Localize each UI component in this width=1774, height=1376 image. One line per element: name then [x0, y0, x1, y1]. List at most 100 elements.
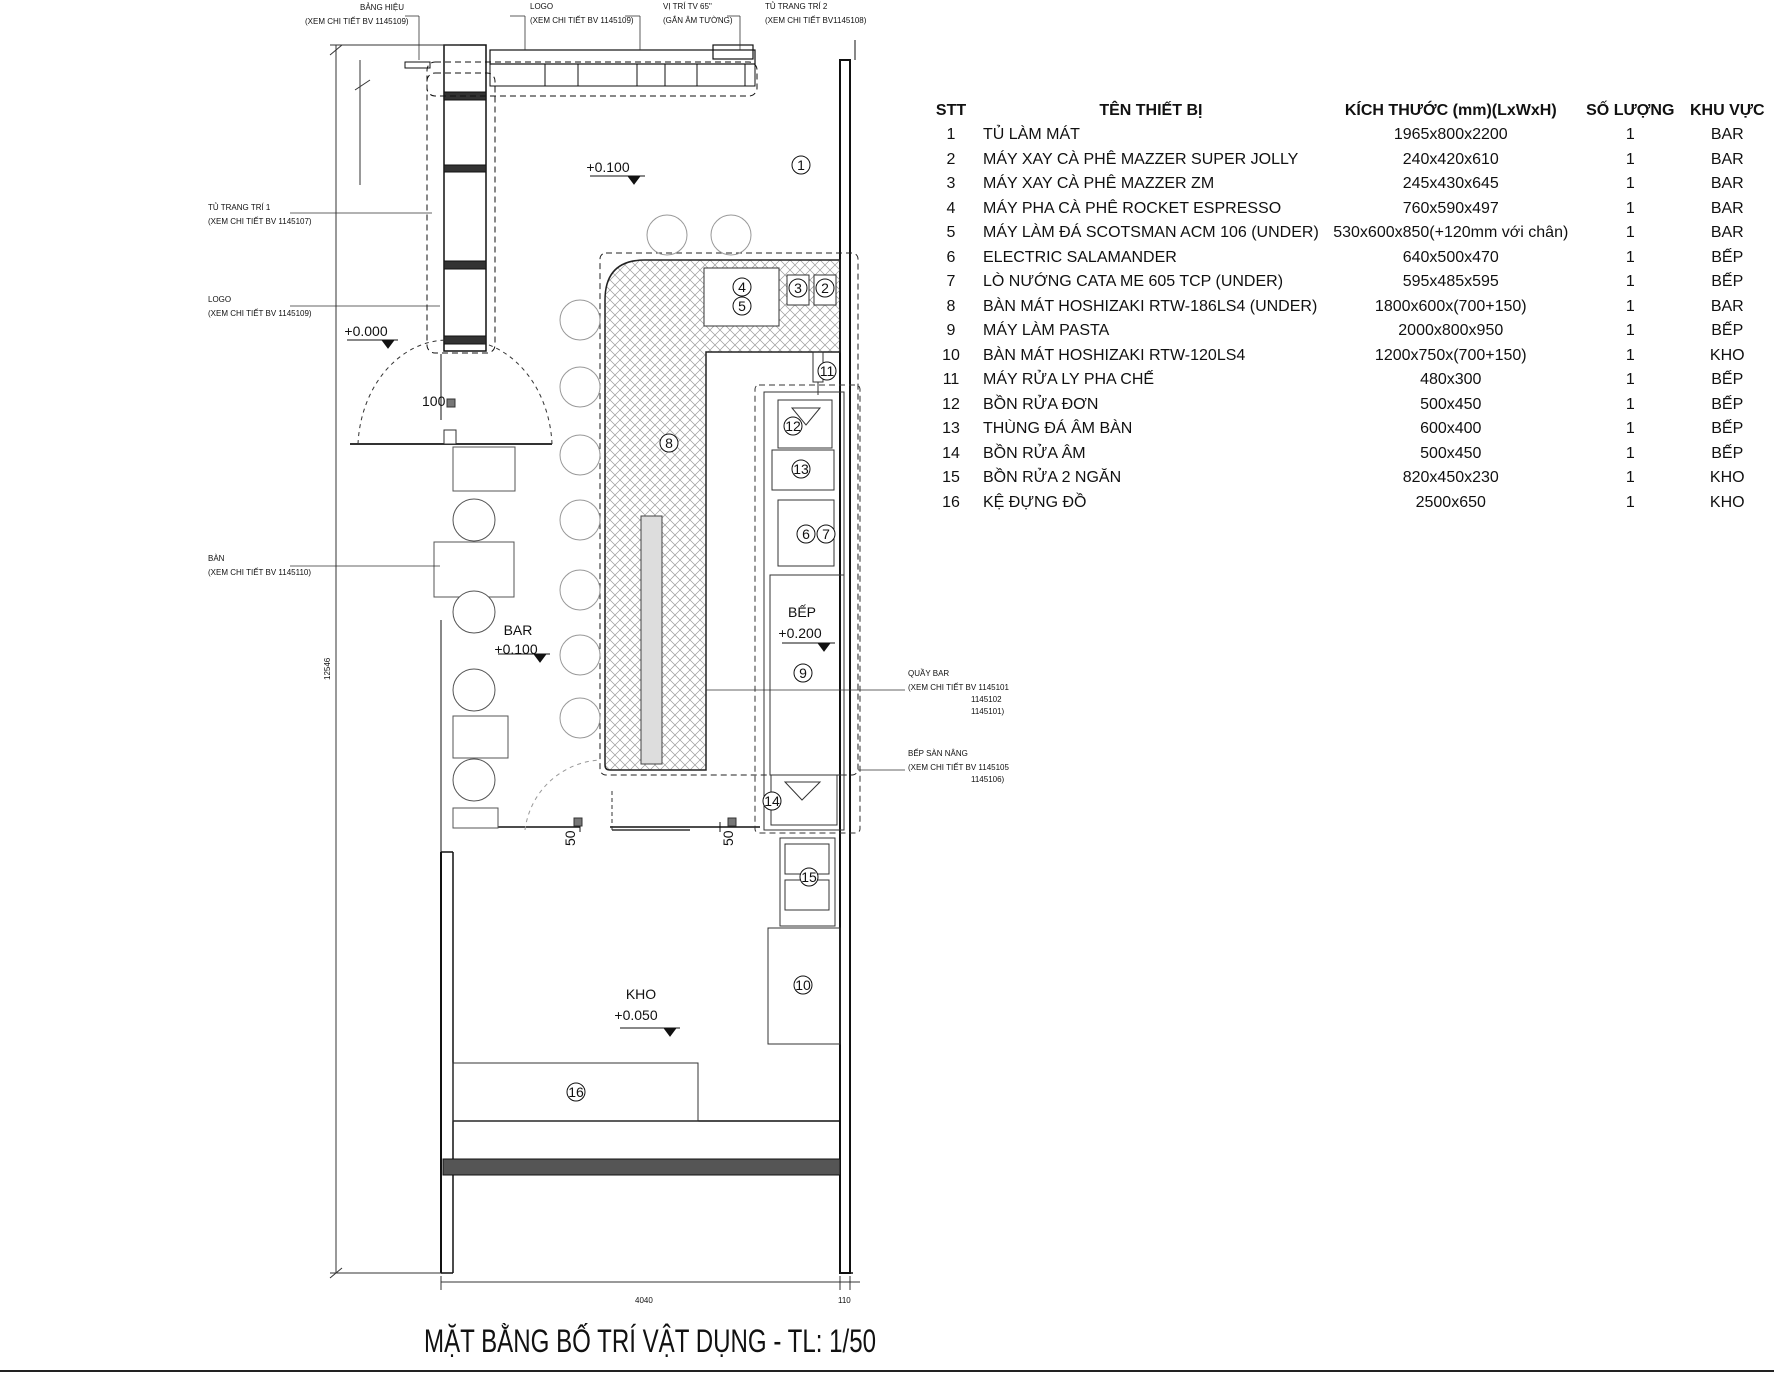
marker-6 [796, 524, 816, 544]
table-header-row: STT TÊN THIẾT BỊ KÍCH THƯỚC (mm)(LxWxH) … [925, 99, 1771, 123]
callout-bang-hieu-ref: (XEM CHI TIẾT BV 1145109) [305, 16, 409, 26]
svg-text:8: 8 [665, 435, 673, 451]
marker-7 [816, 524, 836, 544]
zone-bar-name: BAR [504, 622, 533, 638]
bar-stools [559, 214, 752, 739]
svg-text:12: 12 [785, 418, 801, 434]
svg-text:5: 5 [738, 298, 746, 314]
callout-quay-bar-ref2: 1145102 [971, 695, 1002, 704]
callout-ban-title: BÀN [208, 554, 225, 563]
zone-labels: BAR +0.100 BẾP +0.200 KHO +0.050 +0.100 … [344, 159, 821, 1023]
callout-texts: BẢNG HIỆU (XEM CHI TIẾT BV 1145109) LOGO… [208, 2, 1009, 784]
equipment-marker-labels: 1 2 3 4 5 6 7 8 9 10 11 12 13 14 15 16 [568, 157, 834, 1100]
marker-5 [732, 296, 752, 316]
equipment-table: STT TÊN THIẾT BỊ KÍCH THƯỚC (mm)(LxWxH) … [925, 99, 1771, 515]
svg-text:1: 1 [797, 157, 805, 173]
callout-quay-bar-ref3: 1145101) [971, 707, 1005, 716]
callout-tv-ref: (GẮN ÂM TƯỜNG) [663, 16, 733, 25]
col-kich-thuoc: KÍCH THƯỚC (mm)(LxWxH) [1344, 102, 1557, 119]
dimension-labels: 100 50 50 12546 4040 110 [323, 393, 851, 1305]
dim-50-b: 50 [720, 830, 736, 846]
callout-quay-bar-ref: (XEM CHI TIẾT BV 1145101 [908, 682, 1009, 692]
marker-8 [659, 433, 679, 453]
svg-text:13: 13 [793, 461, 809, 477]
svg-text:15: 15 [801, 869, 817, 885]
callout-tu-2-ref: (XEM CHI TIẾT BV1145108) [765, 15, 867, 25]
dim-50-a: 50 [562, 830, 578, 846]
svg-text:7: 7 [822, 526, 830, 542]
entrance-door [350, 339, 553, 445]
drawing-title: MẶT BẰNG BỐ TRÍ VẬT DỤNG - TL: 1/50 [424, 1323, 876, 1359]
svg-text:6: 6 [802, 526, 810, 542]
dim-width: 4040 [635, 1296, 653, 1305]
marker-3 [788, 278, 808, 298]
bottom-rule [0, 1370, 1774, 1372]
zone-bep-level: +0.200 [778, 625, 821, 641]
marker-2 [815, 278, 835, 298]
callout-tu-1-title: TỦ TRANG TRÍ 1 [208, 203, 271, 212]
callout-bep-title: BẾP SÀN NÂNG [908, 748, 968, 758]
top-shelf [404, 40, 856, 354]
kho-door [611, 790, 690, 831]
marker-13 [791, 459, 811, 479]
callout-logo-side-title: LOGO [208, 295, 231, 304]
marker-12 [783, 416, 803, 436]
marker-11 [817, 361, 837, 381]
zone-bep-name: BẾP [788, 604, 816, 620]
svg-text:11: 11 [820, 363, 835, 379]
level-markers [347, 175, 835, 1037]
tables-chairs [433, 446, 601, 831]
callout-quay-bar-title: QUẦY BAR [908, 668, 949, 678]
callout-logo-side-ref: (XEM CHI TIẾT BV 1145109) [208, 308, 312, 318]
svg-text:10: 10 [795, 977, 811, 993]
svg-text:16: 16 [568, 1084, 584, 1100]
callout-bep-ref2: 1145106) [971, 775, 1005, 784]
svg-text:9: 9 [799, 665, 807, 681]
callout-logo-top-title: LOGO [530, 2, 553, 11]
zone-kho-name: KHO [626, 986, 656, 1002]
zone-bar-level: +0.100 [494, 641, 537, 657]
callout-tu-1-ref: (XEM CHI TIẾT BV 1145107) [208, 216, 312, 226]
zone-kho-level: +0.050 [614, 1007, 657, 1023]
kitchen [452, 351, 861, 1122]
svg-text:2: 2 [821, 280, 829, 296]
callout-bep-ref: (XEM CHI TIẾT BV 1145105 [908, 762, 1009, 772]
dim-100: 100 [422, 393, 446, 409]
dim-total-height: 12546 [323, 657, 332, 680]
col-stt: STT [935, 102, 967, 119]
marker-9 [793, 663, 813, 683]
col-so-luong: SỐ LƯỢNG [1586, 102, 1675, 119]
svg-text:14: 14 [764, 793, 780, 809]
callout-tv-title: VỊ TRÍ TV 65" [663, 2, 712, 11]
callout-tu-2-title: TỦ TRANG TRÍ 2 [765, 2, 828, 11]
zone-top-level: +0.100 [586, 159, 629, 175]
callout-bang-hieu-title: BẢNG HIỆU [360, 3, 404, 12]
dimension-lines [329, 44, 860, 1290]
dim-wall: 110 [838, 1296, 851, 1305]
callout-logo-top-ref: (XEM CHI TIẾT BV 1145109) [530, 15, 634, 25]
zone-entry-level: +0.000 [344, 323, 387, 339]
marker-1 [791, 155, 811, 175]
small-dims [446, 398, 737, 827]
marker-16 [566, 1082, 586, 1102]
marker-10 [793, 975, 813, 995]
col-ten-thiet-bi: TÊN THIẾT BỊ [1099, 102, 1203, 119]
col-khu-vuc: KHU VỰC [1689, 102, 1765, 119]
marker-4 [732, 277, 752, 297]
callout-ban-ref: (XEM CHI TIẾT BV 1145110) [208, 567, 311, 577]
